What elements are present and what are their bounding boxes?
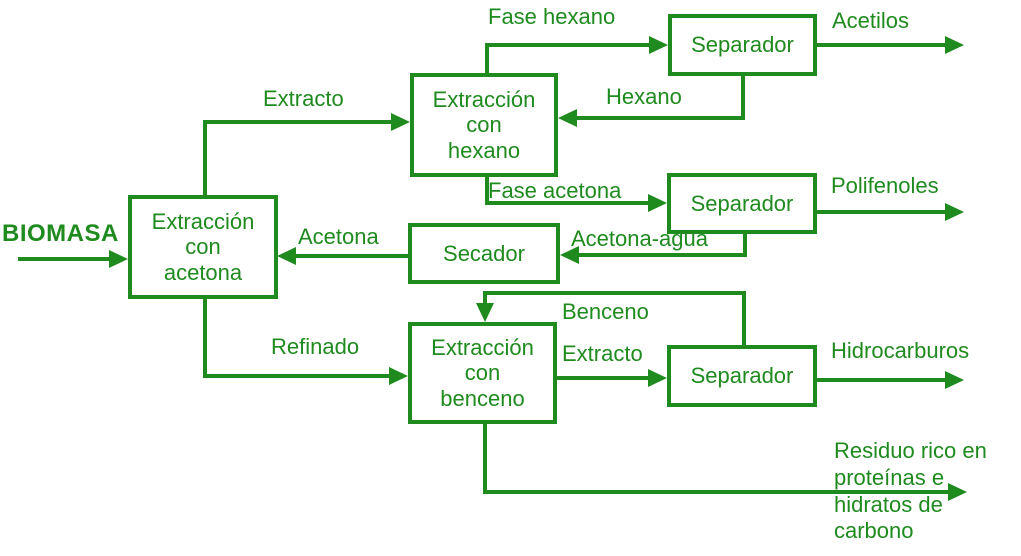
refinado-line (203, 374, 390, 378)
refinado-drop-line (203, 298, 207, 378)
hidrocarburos-line (817, 378, 946, 382)
benceno-recycle-drop-line (483, 291, 487, 305)
acetona-label: Acetona (298, 224, 379, 249)
fase-acetona-drop-line (485, 177, 489, 203)
polifenoles-line (817, 210, 946, 214)
hexano-label: Hexano (606, 84, 682, 109)
fase-hexano-arrowhead-icon (649, 36, 668, 54)
extracto-bottom-arrowhead-icon (648, 369, 667, 387)
box-extraccion-con-hexano: Extracción con hexano (410, 73, 558, 177)
hidrocarburos-arrowhead-icon (945, 371, 964, 389)
acetilos-label: Acetilos (832, 8, 910, 33)
acetona-agua-line (579, 253, 747, 257)
residuo-line (483, 490, 949, 494)
residuo-arrowhead-icon (948, 483, 967, 501)
refinado-arrowhead-icon (389, 367, 408, 385)
polifenoles-arrowhead-icon (945, 203, 964, 221)
box-separador-benceno: Separador (667, 345, 817, 407)
fase-acetona-arrowhead-icon (648, 194, 667, 212)
extracto-top-label: Extracto (263, 86, 344, 111)
biomasa-label: BIOMASA (2, 220, 119, 247)
acetona-agua-label: Acetona-agua (571, 226, 708, 251)
fase-hexano-line (485, 43, 650, 47)
biomasa-feed-line (18, 257, 110, 261)
box-separador-hexano: Separador (668, 14, 817, 76)
acetilos-arrowhead-icon (945, 36, 964, 54)
fase-hexano-label: Fase hexano (488, 4, 616, 29)
hidrocarburos-label: Hidrocarburos (831, 338, 970, 363)
extracto-top-line (203, 120, 392, 124)
acetona-recycle-line (296, 254, 408, 258)
box-secador: Secador (408, 223, 560, 284)
biomasa-arrowhead-icon (109, 250, 128, 268)
acetona-agua-drop-line (743, 234, 747, 257)
box-extraccion-con-benceno: Extracción con benceno (408, 322, 557, 424)
hexano-recycle-line (577, 116, 745, 120)
hexano-arrowhead-icon (558, 109, 577, 127)
benceno-recycle-line (483, 291, 746, 295)
residuo-drop-line (483, 423, 487, 494)
benceno-arrowhead-icon (476, 303, 494, 322)
extracto-top-riser-line (203, 120, 207, 199)
acetona-agua-arrowhead-icon (560, 246, 579, 264)
acetona-arrowhead-icon (277, 247, 296, 265)
fase-acetona-label: Fase acetona (488, 178, 622, 203)
fase-acetona-line (485, 201, 649, 205)
benceno-recycle-riser-line (742, 291, 746, 345)
hexano-recycle-drop-line (741, 76, 745, 120)
polifenoles-label: Polifenoles (831, 173, 939, 198)
extracto-bottom-line (557, 376, 649, 380)
extracto-bottom-label: Extracto (562, 341, 643, 366)
benceno-label: Benceno (562, 299, 649, 324)
refinado-label: Refinado (271, 334, 360, 359)
box-separador-acetona: Separador (667, 173, 817, 234)
box-extraccion-con-acetona: Extracción con acetona (128, 195, 278, 299)
acetilos-line (817, 43, 946, 47)
residuo-label: Residuo rico en proteínas e hidratos de … (834, 438, 987, 544)
fase-hexano-riser-line (485, 45, 489, 77)
extracto-top-arrowhead-icon (391, 113, 410, 131)
